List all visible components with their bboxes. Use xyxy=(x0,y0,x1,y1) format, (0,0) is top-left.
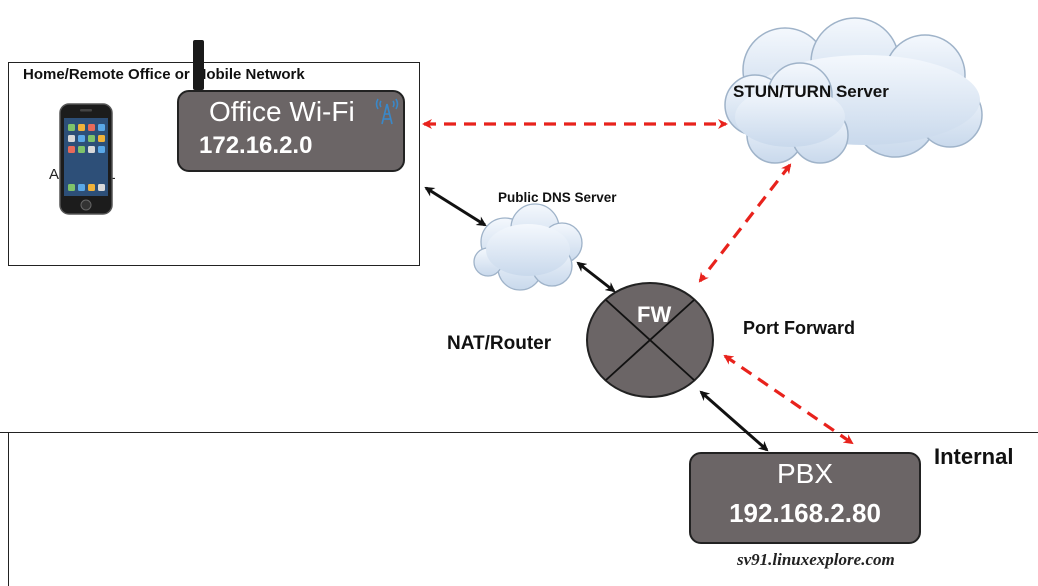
internal-boundary-line xyxy=(0,432,1038,433)
remote-network-title: Home/Remote Office or Mobile Network xyxy=(23,66,305,83)
arrow-stun-router xyxy=(698,163,792,283)
dashed-arrows xyxy=(422,119,854,445)
public-dns-label: Public DNS Server xyxy=(498,190,617,205)
wifi-name: Office Wi-Fi xyxy=(209,96,355,127)
internal-label: Internal xyxy=(934,444,1014,469)
internal-boundary-vline xyxy=(8,432,9,586)
firewall-label: FW xyxy=(637,302,672,327)
pbx-device: PBX 192.168.2.80 xyxy=(689,452,921,544)
pbx-name: PBX xyxy=(776,458,834,489)
arrow-wifi-dns xyxy=(424,186,487,227)
stun-turn-cloud xyxy=(724,17,983,164)
arrow-dns-router xyxy=(576,261,616,293)
footer-site: sv91.linuxexplore.com xyxy=(737,550,895,569)
arrow-router-pbx xyxy=(699,390,769,452)
wifi-ip: 172.16.2.0 xyxy=(199,132,313,159)
stun-turn-label: STUN/TURN Server xyxy=(733,82,889,101)
nat-router-label: NAT/Router xyxy=(447,333,552,354)
pbx-ip: 192.168.2.80 xyxy=(729,498,881,528)
signal-tower-icon xyxy=(375,98,399,125)
arrow-router-pbx-dashed xyxy=(723,354,854,445)
office-wifi-device: Office Wi-Fi 172.16.2.0 xyxy=(177,90,405,172)
nat-router xyxy=(586,282,714,398)
wifi-antenna xyxy=(193,40,204,90)
port-forward-label: Port Forward xyxy=(743,318,856,338)
smartphone-icon xyxy=(59,103,113,215)
public-dns-cloud xyxy=(473,203,583,291)
